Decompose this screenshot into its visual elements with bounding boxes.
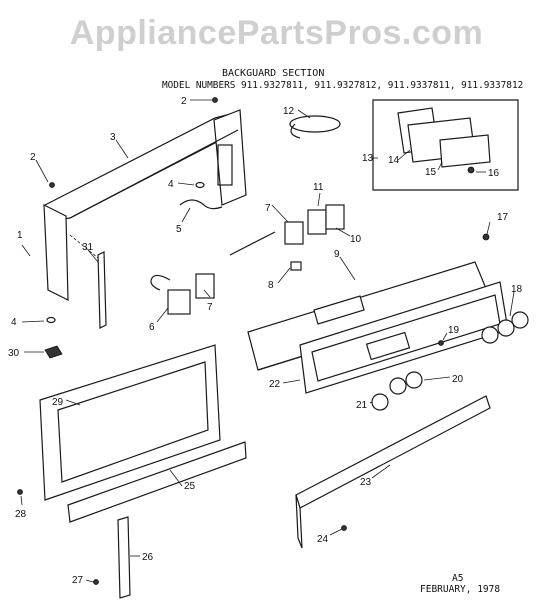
screw-27 [93, 579, 99, 585]
callout-2-left: 2 [30, 152, 36, 163]
callout-8: 8 [268, 280, 274, 291]
callout-22: 22 [269, 379, 281, 390]
callout-23: 23 [360, 477, 372, 488]
switches [150, 204, 345, 315]
callout-1: 1 [17, 230, 23, 241]
callout-24: 24 [317, 534, 329, 545]
callout-10: 10 [350, 234, 362, 245]
callout-3: 3 [110, 132, 116, 143]
backguard-top-panel [43, 109, 247, 301]
side-bracket [69, 234, 107, 329]
callout-15: 15 [425, 167, 437, 178]
callout-16: 16 [488, 168, 500, 179]
screw-28 [17, 489, 23, 495]
callout-18: 18 [511, 284, 523, 295]
callout-29: 29 [52, 397, 64, 408]
bottom-strip [67, 441, 247, 523]
callout-11: 11 [313, 182, 324, 193]
callout-12: 12 [283, 106, 295, 117]
section-title: BACKGUARD SECTION [222, 68, 325, 79]
bottom-trim [295, 395, 491, 549]
clock-assembly-frame [372, 99, 519, 191]
callout-4-lower: 4 [11, 317, 17, 328]
callout-28: 28 [15, 509, 27, 520]
vertical-channel [117, 516, 131, 599]
model-numbers: MODEL NUMBERS 911.9327811, 911.9327812, … [162, 80, 524, 91]
screw-17 [482, 233, 490, 241]
callout-20: 20 [452, 374, 464, 385]
callout-26: 26 [142, 552, 154, 563]
callout-31: 31 [82, 242, 94, 253]
callout-30: 30 [8, 348, 20, 359]
screw-24 [341, 525, 347, 531]
callout-21: 21 [356, 400, 368, 411]
lamp-loop [289, 115, 341, 139]
callout-7-upper: 7 [265, 203, 271, 214]
callout-19: 19 [448, 325, 460, 336]
screw-8 [290, 261, 302, 271]
footer-date: FEBRUARY, 1978 [420, 584, 501, 595]
callout-14: 14 [388, 155, 400, 166]
callout-4-upper: 4 [168, 179, 174, 190]
leader-lines [20, 99, 515, 583]
callout-6: 6 [149, 322, 155, 333]
callout-5: 5 [176, 224, 182, 235]
callout-7-lower: 7 [207, 302, 213, 313]
callout-labels: 1 2 2 3 4 4 5 6 7 7 8 9 10 11 12 13 14 1… [8, 96, 523, 586]
callout-17: 17 [497, 212, 509, 223]
callout-25: 25 [184, 481, 196, 492]
footer-code: A5 [452, 573, 464, 584]
callout-2-top: 2 [181, 96, 187, 107]
clip [179, 199, 223, 210]
knobs [371, 311, 529, 411]
watermark: AppliancePartsPros.com [69, 14, 484, 52]
callout-27: 27 [72, 575, 84, 586]
lower-back-panel [39, 344, 221, 501]
screws-left [21, 97, 218, 359]
callout-13: 13 [362, 153, 374, 164]
callout-9: 9 [334, 249, 340, 260]
screw-19 [438, 340, 444, 346]
